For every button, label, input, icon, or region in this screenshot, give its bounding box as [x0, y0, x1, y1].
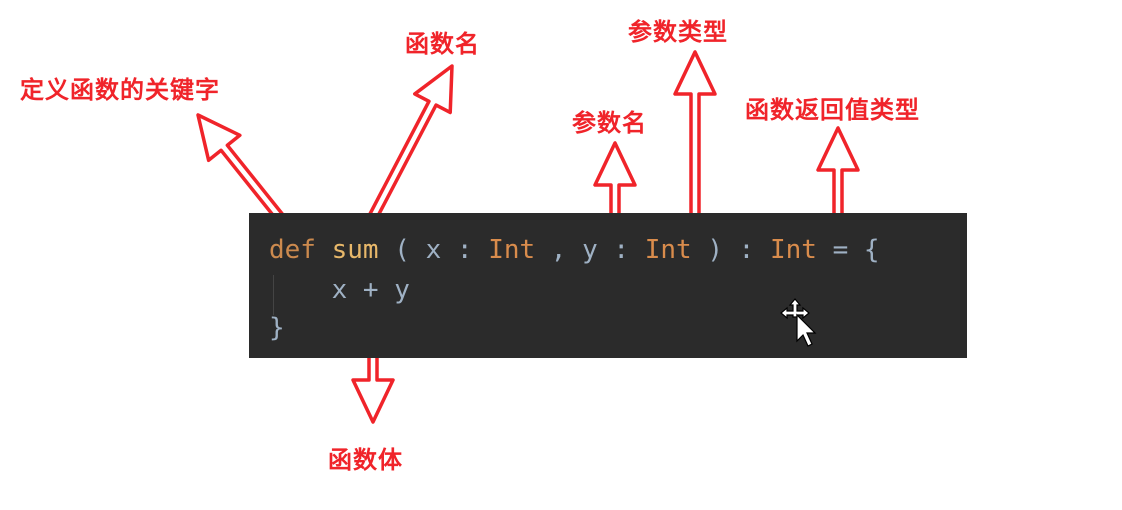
code-line-end: } [269, 313, 285, 343]
paren-close: ) : [691, 235, 770, 265]
paren-open: ( [378, 235, 426, 265]
label-return-type: 函数返回值类型 [745, 96, 920, 124]
label-function-name: 函数名 [405, 30, 480, 58]
colon: : [441, 235, 489, 265]
indent-guide [273, 275, 274, 315]
arrow-param-type [673, 50, 717, 218]
param-y: y [582, 235, 598, 265]
comma: , [535, 235, 583, 265]
function-name: sum [331, 235, 379, 265]
colon: : [597, 235, 645, 265]
return-type: Int [770, 235, 817, 265]
move-cursor-icon [780, 298, 817, 347]
label-param-type: 参数类型 [628, 18, 728, 46]
arrow-return-type [816, 126, 860, 226]
keyword-def: def [269, 235, 316, 265]
code-line-signature: def sum ( x : Int , y : Int ) : Int = { [269, 235, 880, 265]
code-line-body: x + y [269, 275, 410, 305]
label-function-body: 函数体 [328, 446, 403, 474]
code-block: def sum ( x : Int , y : Int ) : Int = { … [249, 213, 967, 358]
label-param-name: 参数名 [572, 109, 647, 137]
equals-brace: = { [816, 235, 880, 265]
label-def-keyword: 定义函数的关键字 [20, 76, 220, 104]
param-x: x [425, 235, 442, 265]
param-type-y: Int [644, 235, 692, 265]
param-type-x: Int [488, 235, 536, 265]
arrow-function-name [359, 64, 454, 236]
